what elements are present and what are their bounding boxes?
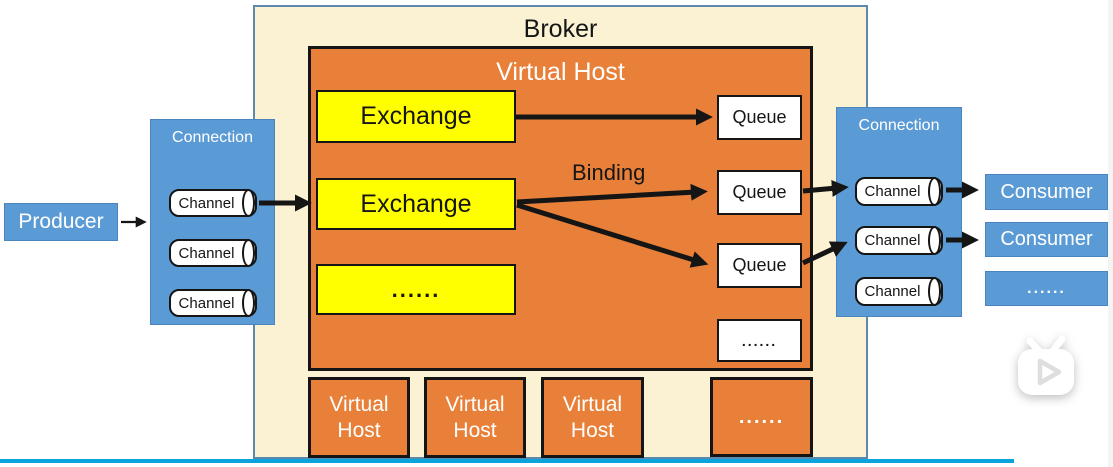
channel-box-left-1: Channel xyxy=(169,189,257,217)
channel-label: Channel xyxy=(864,283,921,300)
ellipsis-label: ...... xyxy=(391,276,441,302)
producer-box: Producer xyxy=(4,203,118,241)
channel-label: Channel xyxy=(178,244,235,262)
connection-left-label: Connection xyxy=(172,129,253,146)
consumer-label: Consumer xyxy=(1000,228,1093,250)
right-edge-gutter xyxy=(1108,0,1113,467)
video-progress-bar[interactable] xyxy=(0,459,1014,463)
queue-dots-box: ...... xyxy=(717,319,802,362)
channel-label: Channel xyxy=(178,194,235,212)
virtual-host-small-box-2: Virtual Host xyxy=(424,377,526,458)
connection-right-label: Connection xyxy=(858,117,940,134)
ellipsis-label: ...... xyxy=(738,405,785,428)
channel-box-right-3: Channel xyxy=(855,277,943,306)
exchange-label: Exchange xyxy=(360,102,472,130)
queue-label: Queue xyxy=(732,255,787,275)
virtual-host-dots-box: ...... xyxy=(710,377,813,457)
virtual-host-small-label: Virtual Host xyxy=(329,392,389,442)
queue-label: Queue xyxy=(732,107,787,127)
queue-label: Queue xyxy=(732,182,787,202)
channel-box-left-2: Channel xyxy=(169,239,257,267)
channel-label: Channel xyxy=(178,294,235,312)
exchange-label: Exchange xyxy=(360,189,472,218)
queue-box-1: Queue xyxy=(717,95,802,140)
exchange-box-1: Exchange xyxy=(316,90,516,143)
channel-box-left-3: Channel xyxy=(169,289,257,317)
channel-label: Channel xyxy=(864,183,921,200)
binding-label: Binding xyxy=(572,160,646,185)
virtual-host-small-box-1: Virtual Host xyxy=(308,377,410,458)
broker-title: Broker xyxy=(523,15,598,43)
bilibili-tv-play-icon xyxy=(1018,335,1074,395)
consumer-label: Consumer xyxy=(1000,180,1093,203)
channel-label: Channel xyxy=(864,232,921,249)
virtual-host-small-label: Virtual Host xyxy=(562,392,623,442)
ellipsis-label: ...... xyxy=(741,332,778,349)
virtual-host-small-box-3: Virtual Host xyxy=(541,377,644,458)
ellipsis-label: ...... xyxy=(1027,279,1066,297)
channel-box-right-2: Channel xyxy=(855,226,943,255)
consumer-box-1: Consumer xyxy=(985,174,1108,210)
consumer-dots-box: ...... xyxy=(985,271,1108,306)
exchange-dots-box: ...... xyxy=(316,264,516,315)
producer-label: Producer xyxy=(18,210,104,233)
virtual-host-small-label: Virtual Host xyxy=(445,392,505,442)
exchange-box-2: Exchange xyxy=(316,178,516,230)
queue-box-3: Queue xyxy=(717,243,802,288)
consumer-box-2: Consumer xyxy=(985,222,1108,257)
queue-box-2: Queue xyxy=(717,170,802,215)
channel-box-right-1: Channel xyxy=(855,177,943,206)
virtual-host-title: Virtual Host xyxy=(496,58,625,86)
